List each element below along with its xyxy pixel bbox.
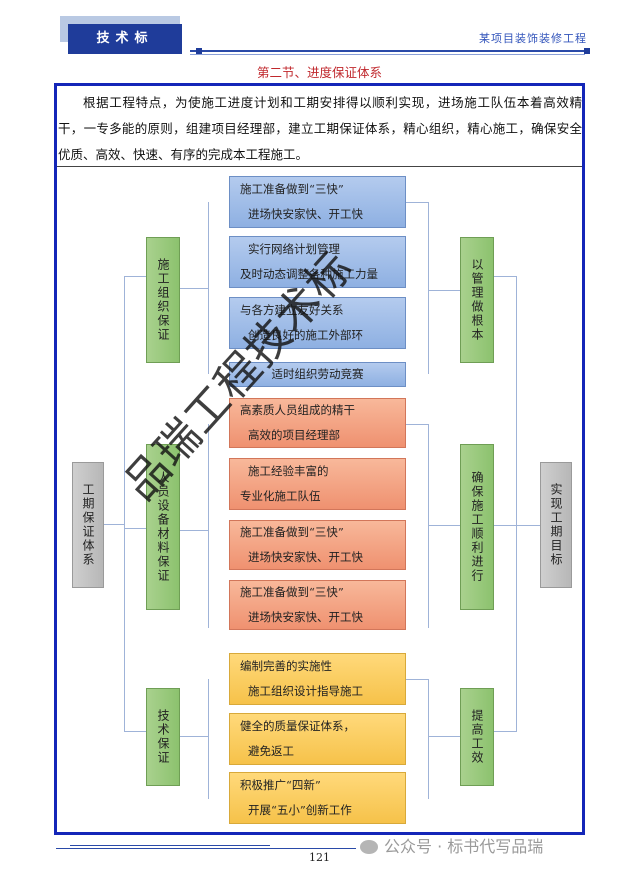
measure-box: 施工准备做到“三快” 进场快安家快、开工快 (229, 580, 406, 630)
goal-box: 实现工期目标 (540, 462, 572, 588)
effect-box: 确保施工顺利进行 (460, 444, 494, 610)
header-badge: 技术标 (60, 16, 190, 56)
connector (406, 679, 428, 680)
measure-line2: 专业化施工队伍 (240, 489, 321, 503)
guarantee-box: 技术保证 (146, 688, 180, 786)
guarantee-box: 人员设备材料保证 (146, 444, 180, 610)
content-frame (54, 83, 585, 835)
measure-line1: 适时组织劳动竞赛 (271, 367, 364, 381)
root-box: 工期保证体系 (72, 462, 104, 588)
measure-line1: 编制完善的实施性 (240, 659, 332, 673)
connector (494, 525, 540, 526)
measure-line1: 施工经验丰富的 (248, 464, 329, 478)
effect-box: 以管理做根本 (460, 237, 494, 363)
footer-rule-long (56, 848, 356, 849)
guarantee-box: 施工组织保证 (146, 237, 180, 363)
connector (124, 276, 146, 277)
measure-line1: 施工准备做到“三快” (240, 525, 344, 539)
project-title: 某项目装饰装修工程 (479, 32, 587, 45)
connector (406, 424, 428, 425)
header-label: 技术标 (96, 31, 154, 46)
connector (428, 290, 460, 291)
measure-box: 施工准备做到“三快” 进场快安家快、开工快 (229, 176, 406, 228)
measure-box: 施工准备做到“三快” 进场快安家快、开工快 (229, 520, 406, 570)
measure-box: 施工经验丰富的 专业化施工队伍 (229, 458, 406, 510)
measure-line1: 与各方建立友好关系 (240, 303, 344, 317)
connector (494, 276, 516, 277)
effect-box: 提高工效 (460, 688, 494, 786)
header-rule-thin (190, 54, 585, 55)
connector (428, 679, 429, 799)
section-title: 第二节、进度保证体系 (256, 65, 382, 80)
connector (406, 202, 428, 203)
measure-line1: 健全的质量保证体系， (240, 719, 355, 733)
intro-divider (57, 166, 582, 167)
measure-box: 适时组织劳动竞赛 (229, 362, 406, 387)
wechat-label: 公众号 · 标书代写品瑞 (384, 837, 544, 856)
connector (208, 679, 209, 799)
measure-line2: 开展“五小”创新工作 (248, 803, 352, 817)
measure-box: 与各方建立友好关系 创造良好的施工外部环 (229, 297, 406, 349)
measure-line2: 高效的项目经理部 (248, 428, 340, 442)
measure-line1: 积极推广“四新” (240, 778, 321, 792)
measure-box: 高素质人员组成的精干 高效的项目经理部 (229, 398, 406, 448)
measure-line2: 施工组织设计指导施工 (248, 684, 363, 698)
header-rule (190, 50, 585, 52)
connector (208, 424, 209, 628)
measure-line2: 创造良好的施工外部环 (248, 328, 363, 342)
intro-text: 根据工程特点，为使施工进度计划和工期安排得以顺利实现，进场施工队伍本着高效精干，… (58, 95, 582, 162)
connector (208, 202, 209, 374)
measure-line1: 施工准备做到“三快” (240, 182, 344, 196)
measure-box: 编制完善的实施性 施工组织设计指导施工 (229, 653, 406, 705)
footer-rule (70, 845, 270, 846)
measure-line2: 避免返工 (248, 744, 294, 758)
connector (428, 424, 429, 628)
header-badge-front (68, 24, 182, 54)
page-number: 121 (309, 851, 330, 864)
connector (494, 731, 516, 732)
connector (180, 530, 208, 531)
measure-line1: 施工准备做到“三快” (240, 585, 344, 599)
connector (516, 276, 517, 732)
header-square-left (196, 48, 202, 54)
connector (428, 202, 429, 374)
wechat-icon (360, 840, 378, 854)
header-square-right (584, 48, 590, 54)
connector (180, 736, 208, 737)
measure-line1: 高素质人员组成的精干 (240, 403, 355, 417)
measure-line2: 进场快安家快、开工快 (248, 610, 363, 624)
measure-line1: 实行网络计划管理 (248, 242, 340, 256)
connector (124, 528, 146, 529)
measure-box: 实行网络计划管理 及时动态调整各种施工力量 (229, 236, 406, 288)
measure-line2: 进场快安家快、开工快 (248, 550, 363, 564)
connector (124, 276, 125, 732)
connector (124, 731, 146, 732)
wechat-watermark: 公众号 · 标书代写品瑞 (360, 833, 543, 857)
connector (428, 525, 460, 526)
intro-paragraph: 根据工程特点，为使施工进度计划和工期安排得以顺利实现，进场施工队伍本着高效精干，… (58, 90, 582, 168)
measure-line2: 及时动态调整各种施工力量 (240, 267, 378, 281)
connector (180, 288, 208, 289)
connector (104, 524, 124, 525)
measure-line2: 进场快安家快、开工快 (248, 207, 363, 221)
measure-box: 健全的质量保证体系， 避免返工 (229, 713, 406, 765)
connector (428, 736, 460, 737)
measure-box: 积极推广“四新” 开展“五小”创新工作 (229, 772, 406, 824)
